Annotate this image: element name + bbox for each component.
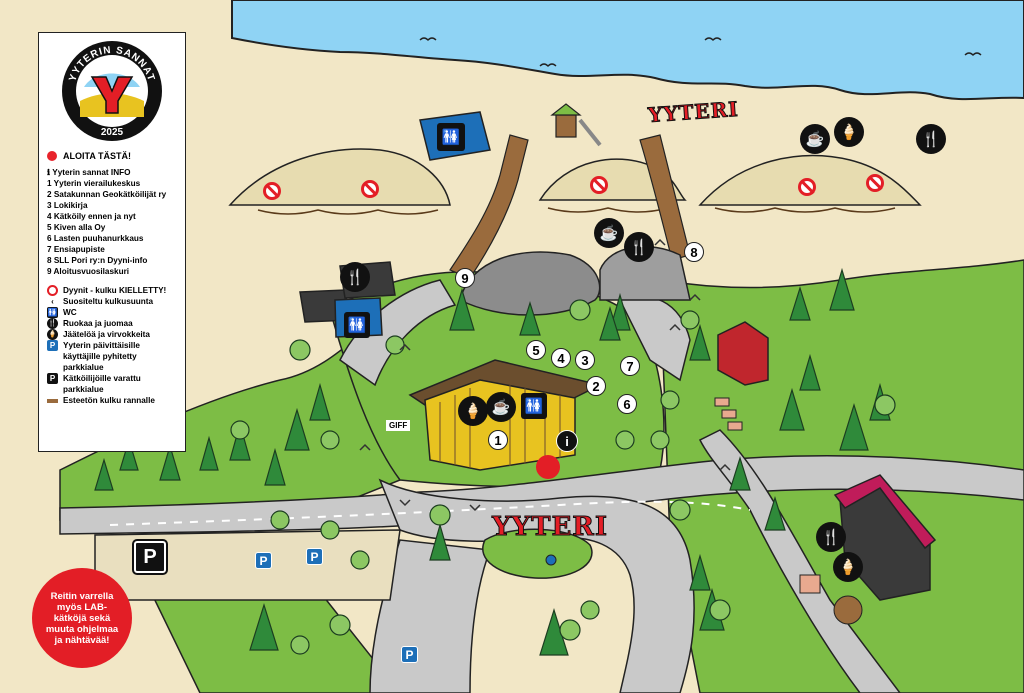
- tree-trunks-round: [230, 299, 896, 655]
- legend-accessible: Esteetön kulku rannalle: [63, 396, 155, 405]
- legend-site: 3 Lokikirja: [47, 201, 88, 210]
- boardwalk-icon: [47, 399, 58, 403]
- boardwalk-left: [449, 134, 529, 279]
- legend-icecream: Jäätelöä ja virvokkeita: [63, 330, 150, 339]
- giff-label: GIFF: [386, 420, 411, 431]
- legend-site: 5 Kiven alla Oy: [47, 223, 106, 232]
- ice-cream-icon: 🍦: [458, 396, 488, 426]
- fork-knife-icon: 🍴: [47, 318, 58, 329]
- fork-knife-icon: 🍴: [340, 262, 370, 292]
- chevron-left-icon: ‹: [51, 297, 54, 306]
- wc-icon: 🚻: [47, 307, 58, 318]
- site-marker-1[interactable]: 1: [488, 430, 508, 450]
- sea: [231, 0, 1024, 101]
- logo-year: 2025: [101, 127, 124, 138]
- legend-start: ALOITA TÄSTÄ!: [47, 151, 177, 161]
- fork-knife-icon: 🍴: [816, 522, 846, 552]
- legend-site: ℹ Yyterin sannat INFO: [47, 168, 131, 177]
- site-marker-4[interactable]: 4: [551, 348, 571, 368]
- yyterin-sannat-logo: YYTERIN SANNAT 2025: [60, 39, 164, 143]
- legend-start-label: ALOITA TÄSTÄ!: [63, 151, 131, 161]
- site-marker-5[interactable]: 5: [526, 340, 546, 360]
- parking-day-icon-3: P: [401, 646, 418, 663]
- road-right: [698, 429, 901, 693]
- no-entry-icon: [361, 180, 379, 198]
- legend-site: 9 Aloitusvuosilaskuri: [47, 267, 130, 276]
- site-marker-2[interactable]: 2: [586, 376, 606, 396]
- fork-knife-icon: 🍴: [916, 124, 946, 154]
- no-entry-icon: [263, 182, 281, 200]
- legend-direction: Suositeltu kulkusuunta: [63, 297, 154, 306]
- legend-parking-cachers: Kätköilijöille varattu parkkialue: [63, 374, 141, 394]
- yyteri-sign-lawn: [482, 528, 593, 579]
- legend-food: Ruokaa ja juomaa: [63, 319, 133, 328]
- wc-icon: 🚻: [344, 312, 370, 338]
- ice-cream-icon: 🍦: [47, 329, 58, 340]
- legend-site: 7 Ensiapupiste: [47, 245, 105, 254]
- legend-site: 6 Lasten puuhanurkkaus: [47, 234, 144, 243]
- coffee-icon: ☕: [800, 124, 830, 154]
- start-point: [536, 455, 560, 479]
- parking-black-icon: P: [47, 373, 58, 384]
- no-entry-icon: [798, 178, 816, 196]
- no-entry-icon: [866, 174, 884, 192]
- parking-day-icon-1: P: [255, 552, 272, 569]
- info-marker[interactable]: i: [556, 430, 578, 452]
- ice-cream-icon: 🍦: [834, 117, 864, 147]
- fork-knife-icon: 🍴: [624, 232, 654, 262]
- no-entry-icon: [47, 285, 58, 296]
- site-marker-7[interactable]: 7: [620, 356, 640, 376]
- legend-wc: WC: [63, 308, 77, 317]
- kiosk-roof: [833, 474, 937, 550]
- legend-dunes: Dyynit - kulku KIELLETTY!: [63, 286, 167, 295]
- site-marker-8[interactable]: 8: [684, 242, 704, 262]
- info-badge: Reitin varrella myös LAB-kätköjä sekä mu…: [32, 568, 132, 668]
- coffee-icon: ☕: [594, 218, 624, 248]
- rock-dome: [459, 251, 601, 316]
- legend-site: 4 Kätköily ennen ja nyt: [47, 212, 136, 221]
- wc-icon: 🚻: [437, 123, 465, 151]
- site-marker-9[interactable]: 9: [455, 268, 475, 288]
- trees: [94, 267, 891, 656]
- barn: [717, 321, 769, 386]
- coffee-icon: ☕: [486, 392, 516, 422]
- wc-icon: 🚻: [521, 393, 547, 419]
- legend-site: 1 Yyterin vierailukeskus: [47, 179, 141, 188]
- site-marker-3[interactable]: 3: [575, 350, 595, 370]
- legend-site: 2 Satakunnan Geokätköilijät ry: [47, 190, 167, 199]
- no-entry-icon: [590, 176, 608, 194]
- parking-day-icon-2: P: [306, 548, 323, 565]
- start-dot-icon: [47, 151, 57, 161]
- yyteri-sign-center: YYTERI: [491, 512, 609, 543]
- ice-cream-icon: 🍦: [833, 552, 863, 582]
- legend-site: 8 SLL Pori ry:n Dyyni-info: [47, 256, 148, 265]
- site-marker-6[interactable]: 6: [617, 394, 637, 414]
- playground: [550, 103, 602, 147]
- parking-cachers-icon: P: [132, 539, 168, 575]
- legend-symbols: Dyynit - kulku KIELLETTY! ‹ Suositeltu ku…: [47, 285, 177, 406]
- map-legend: YYTERIN SANNAT 2025 ALOITA TÄSTÄ! ℹ Yyte…: [38, 32, 186, 452]
- parking-blue-icon: P: [47, 340, 58, 351]
- legend-parking-day: Yyterin päivittäisille käyttäjille pyhit…: [63, 341, 140, 372]
- dune-1: [228, 148, 451, 206]
- legend-sites: ℹ Yyterin sannat INFO 1 Yyterin vierailu…: [47, 167, 177, 277]
